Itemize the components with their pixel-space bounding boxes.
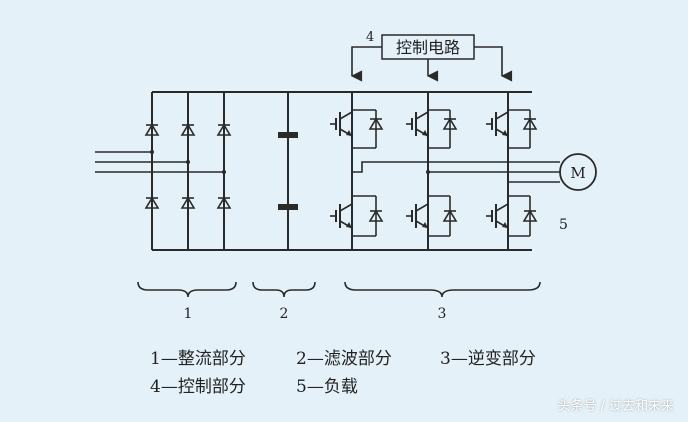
load-number-label: 5 <box>559 217 568 233</box>
legend-control: 4—控制部分 <box>150 377 246 397</box>
control-box-label: 控制电路 <box>396 38 460 57</box>
input-lines <box>95 150 226 174</box>
watermark: 头条号 / 过去和未来 <box>557 399 674 414</box>
inverter-number-label: 3 <box>438 306 447 322</box>
rectifier-number-label: 1 <box>184 306 193 322</box>
igbt-transistor <box>329 111 353 137</box>
rectifier-brace <box>137 281 237 298</box>
filter-capacitor <box>278 92 298 250</box>
section-braces: 1 2 3 <box>137 281 541 322</box>
filter-number-label: 2 <box>280 306 289 322</box>
legend-filter: 2—滤波部分 <box>296 349 392 369</box>
igbt-transistor <box>405 111 429 137</box>
inverter-bridge <box>329 92 537 250</box>
control-circuit: 控制电路 4 <box>350 30 513 82</box>
legend-load: 5—负载 <box>296 377 358 397</box>
inverter-brace <box>344 281 541 298</box>
filter-brace <box>252 281 316 298</box>
legend-inverter: 3—逆变部分 <box>440 349 536 369</box>
motor: M <box>559 153 597 191</box>
igbt-transistor <box>485 111 509 137</box>
dc-bus <box>152 91 532 251</box>
motor-label: M <box>570 164 585 182</box>
rectifier-bridge <box>145 92 231 250</box>
control-number-label: 4 <box>366 30 374 45</box>
igbt-transistor <box>485 203 509 229</box>
igbt-transistor <box>329 203 353 229</box>
legend-rectifier: 1—整流部分 <box>150 349 246 369</box>
igbt-transistor <box>405 203 429 229</box>
output-lines <box>352 161 560 183</box>
motor-circle <box>559 153 597 191</box>
